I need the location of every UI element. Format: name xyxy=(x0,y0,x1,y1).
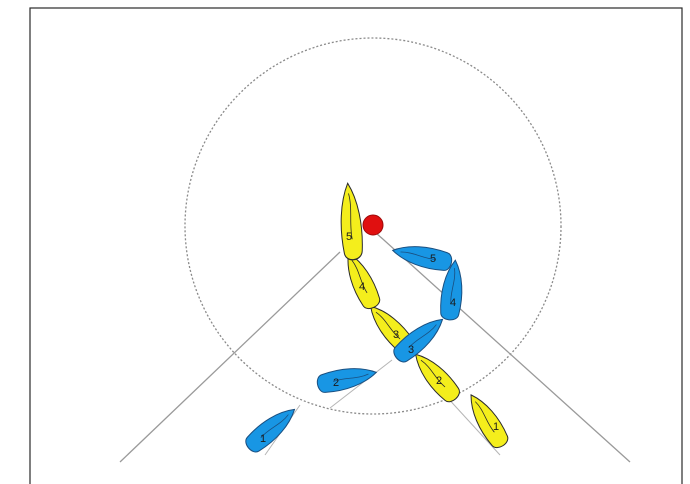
blue-position-label: 5 xyxy=(430,253,436,265)
blue-position-label: 4 xyxy=(450,297,456,309)
red-mark-icon xyxy=(363,215,383,235)
blue-boat-position xyxy=(242,402,301,456)
yellow-boat-position xyxy=(462,389,511,451)
yellow-position-label: 4 xyxy=(359,281,365,293)
yellow-position-label: 1 xyxy=(493,421,499,433)
blue-boat-position xyxy=(316,362,379,394)
yellow-position-label: 5 xyxy=(346,231,352,243)
blue-position-label: 1 xyxy=(260,433,266,445)
laylines xyxy=(120,232,630,462)
blue-position-label: 2 xyxy=(333,377,339,389)
track-lines xyxy=(265,360,500,455)
yellow-position-label: 2 xyxy=(436,375,442,387)
yellow-position-label: 3 xyxy=(393,329,399,341)
blue-boat-position xyxy=(391,240,454,272)
port-layline xyxy=(120,252,340,462)
yellow-boat-position xyxy=(338,182,364,261)
blue-position-label: 3 xyxy=(408,344,414,356)
